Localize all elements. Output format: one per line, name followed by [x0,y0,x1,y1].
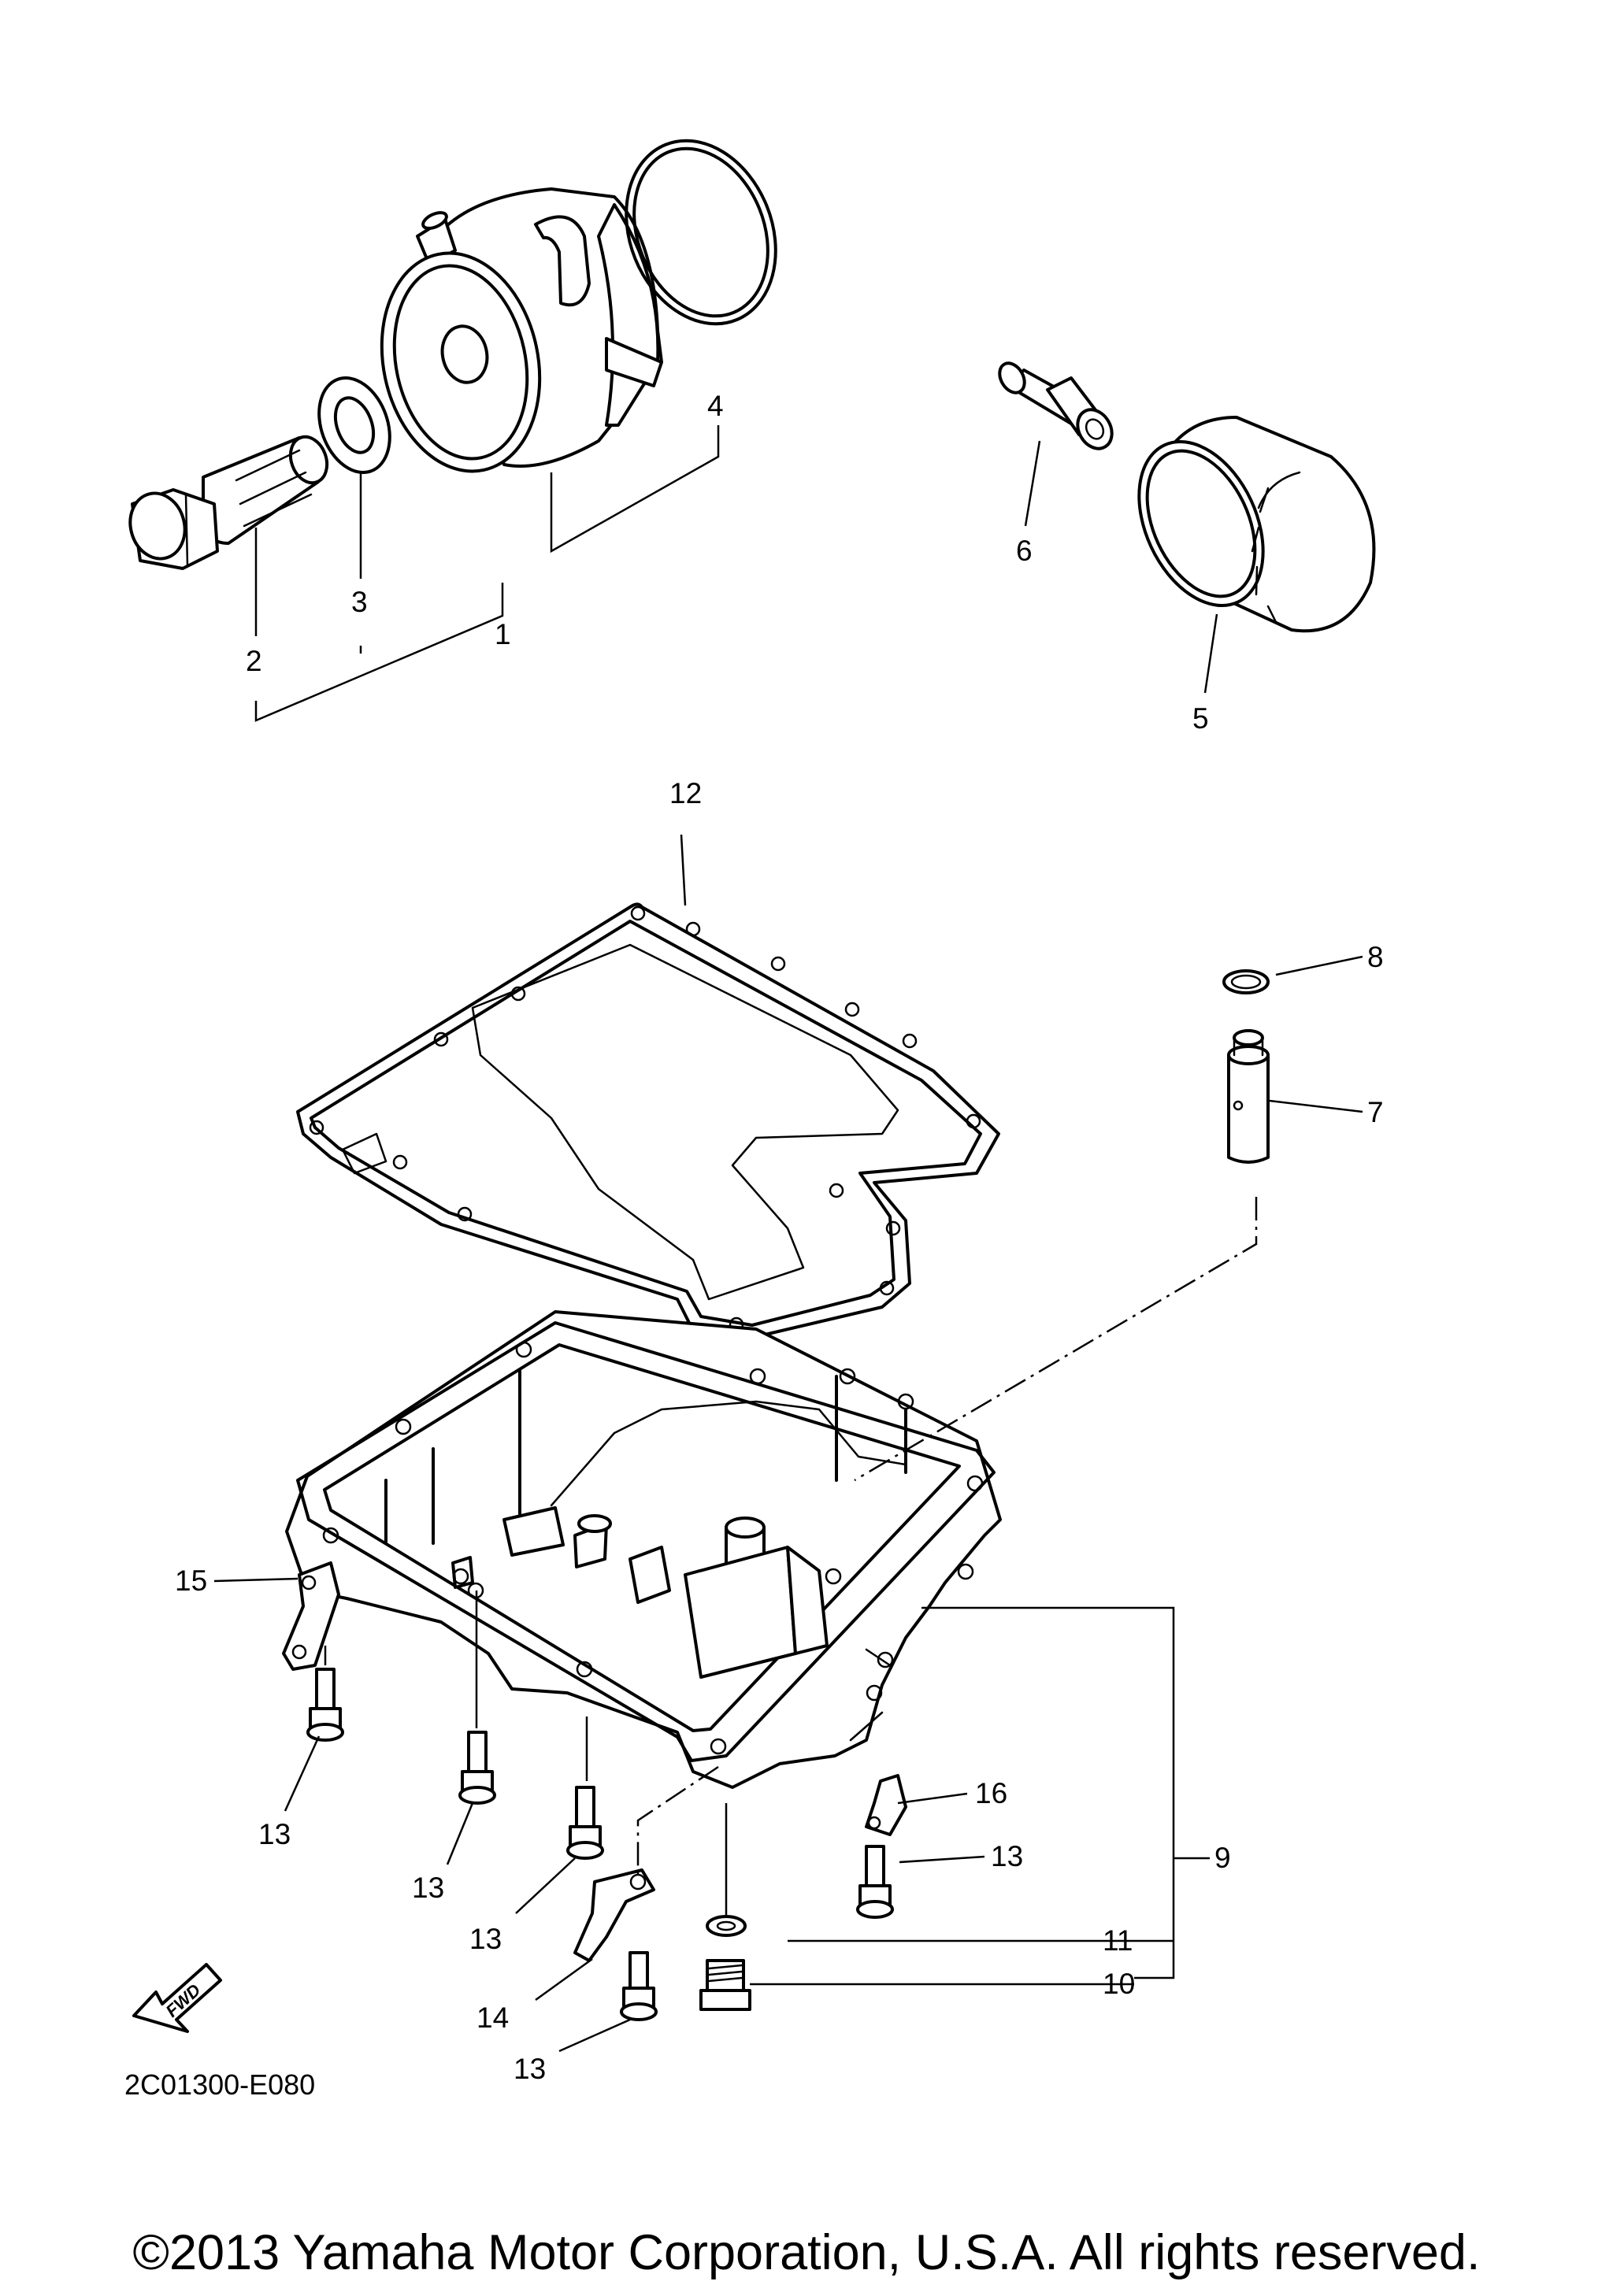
part-15-bracket [282,1561,340,1671]
part-10-drain-bolt [699,1959,751,2011]
part-6-stud [998,361,1114,450]
bolt-13-b [458,1731,496,1805]
callout-6: 6 [1016,535,1033,567]
fwd-arrow-icon: FWD [132,1963,222,2033]
part-3-gasket [317,376,391,475]
part-8-o-ring [1222,969,1270,994]
part-2-union-bolt [128,435,329,570]
bolt-13-e [620,1951,658,2021]
part-5-oil-filter [1137,416,1376,633]
part-9-oil-pan [285,1310,1002,1789]
callout-16: 16 [975,1777,1007,1809]
callout-numbers: 1 2 3 4 5 6 7 8 9 10 11 12 13 13 13 13 1… [175,390,1384,2085]
gasket-bolt-holes [309,905,981,1332]
callout-11: 11 [1103,1924,1133,1957]
callout-3: 3 [351,586,368,618]
callout-13-c: 13 [469,1923,502,1955]
callout-5: 5 [1192,702,1209,735]
callout-13-e: 13 [514,2053,546,2085]
callout-14: 14 [476,2002,509,2034]
callout-13-d: 13 [991,1840,1023,1872]
callout-15: 15 [175,1565,207,1597]
callout-13-b: 13 [412,1872,444,1904]
callout-4: 4 [707,390,724,422]
part-14-bracket [573,1868,655,1962]
part-4-o-ring [625,139,777,326]
copyright-notice: ©2013 Yamaha Motor Corporation, U.S.A. A… [132,2225,1481,2280]
callout-12: 12 [669,777,702,809]
part-12-oil-pan-gasket [296,902,1000,1340]
callout-2: 2 [246,645,262,677]
pan-bolt-bosses [322,1341,984,1755]
callout-10: 10 [1103,1968,1135,2000]
callout-7: 7 [1367,1096,1384,1128]
part-16-bracket [865,1774,907,1836]
part-7-pipe [1227,1029,1270,1164]
callout-9: 9 [1214,1842,1231,1874]
part-1-oil-cooler [380,187,663,473]
callout-13-a: 13 [258,1818,291,1850]
callout-8: 8 [1367,941,1384,973]
bolt-13-c [566,1786,604,1860]
callout-1: 1 [495,618,511,650]
bolt-13-d [856,1845,894,1919]
part-13-bolts [306,1668,894,2021]
part-11-gasket [706,1915,747,1937]
bolt-13-a [306,1668,344,1742]
figure-code: 2C01300-E080 [124,2068,315,2101]
lower-leader-lines [213,834,1363,2053]
upper-leader-lines [254,425,1218,722]
